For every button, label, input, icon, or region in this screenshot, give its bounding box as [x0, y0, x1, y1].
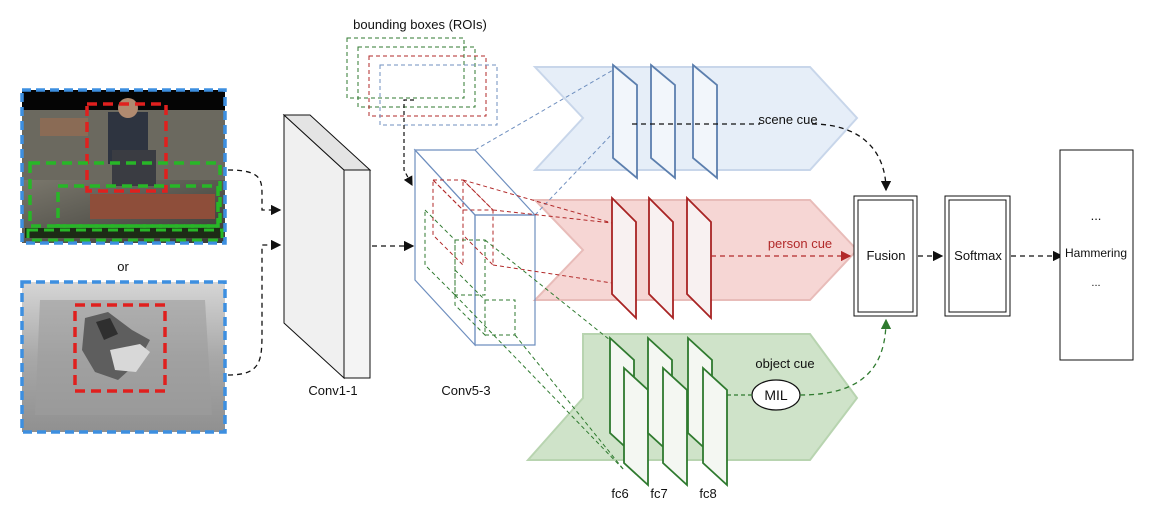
- roi-object-box-bottom: [26, 228, 224, 242]
- scene-fc-layers: [612, 63, 718, 180]
- object-projection-bottom: [514, 334, 625, 471]
- conv1-block: [282, 113, 372, 380]
- fc7-label: fc7: [650, 486, 667, 501]
- mil-to-fusion-arrow: [799, 318, 892, 396]
- fusion-box: [853, 195, 918, 317]
- scene-projection-top: [474, 69, 614, 151]
- person-cue-label: person cue: [768, 236, 832, 251]
- conv1-label: Conv1-1: [308, 383, 357, 398]
- depth-to-conv-arrow: [227, 239, 282, 376]
- rois-to-conv5-arrow: [403, 99, 414, 187]
- output-class-label: Hammering: [1065, 246, 1127, 260]
- object-projection-top: [484, 239, 611, 341]
- roi-person-box: [85, 102, 168, 193]
- rgb-to-conv-arrow: [227, 169, 282, 216]
- conv5-label: Conv5-3: [441, 383, 490, 398]
- roi-stack: [346, 37, 498, 126]
- bounding-boxes-label: bounding boxes (ROIs): [353, 17, 487, 32]
- fusion-label: Fusion: [866, 248, 905, 263]
- mil-label: MIL: [764, 387, 788, 403]
- softmax-box: [944, 195, 1011, 317]
- conv5-roi-green: [424, 208, 516, 337]
- output-ellipsis-bottom: ...: [1091, 277, 1100, 289]
- fc6-label: fc6: [611, 486, 628, 501]
- person-projection-top: [462, 179, 613, 224]
- object-fc-layers: [609, 335, 728, 488]
- softmax-label: Softmax: [954, 248, 1002, 263]
- output-ellipsis-top: ...: [1091, 208, 1102, 223]
- rgb-input-image: [20, 88, 227, 245]
- depth-input-image: [20, 280, 227, 434]
- fc8-label: fc8: [699, 486, 716, 501]
- output-box: [1059, 149, 1134, 361]
- scene-to-fusion-arrow: [632, 123, 886, 190]
- person-projection-mid: [492, 209, 613, 224]
- person-fc-layers: [611, 195, 712, 321]
- scene-cue-label: scene cue: [758, 112, 817, 127]
- or-label: or: [117, 259, 129, 274]
- depth-roi-box: [73, 303, 167, 393]
- person-projection-bottom: [492, 264, 613, 284]
- object-projection-mid: [454, 294, 625, 471]
- scene-projection-bottom: [534, 132, 614, 216]
- conv5-roi-red: [431, 178, 495, 267]
- object-cue-label: object cue: [755, 356, 814, 371]
- roi-object-box-inner: [56, 184, 220, 228]
